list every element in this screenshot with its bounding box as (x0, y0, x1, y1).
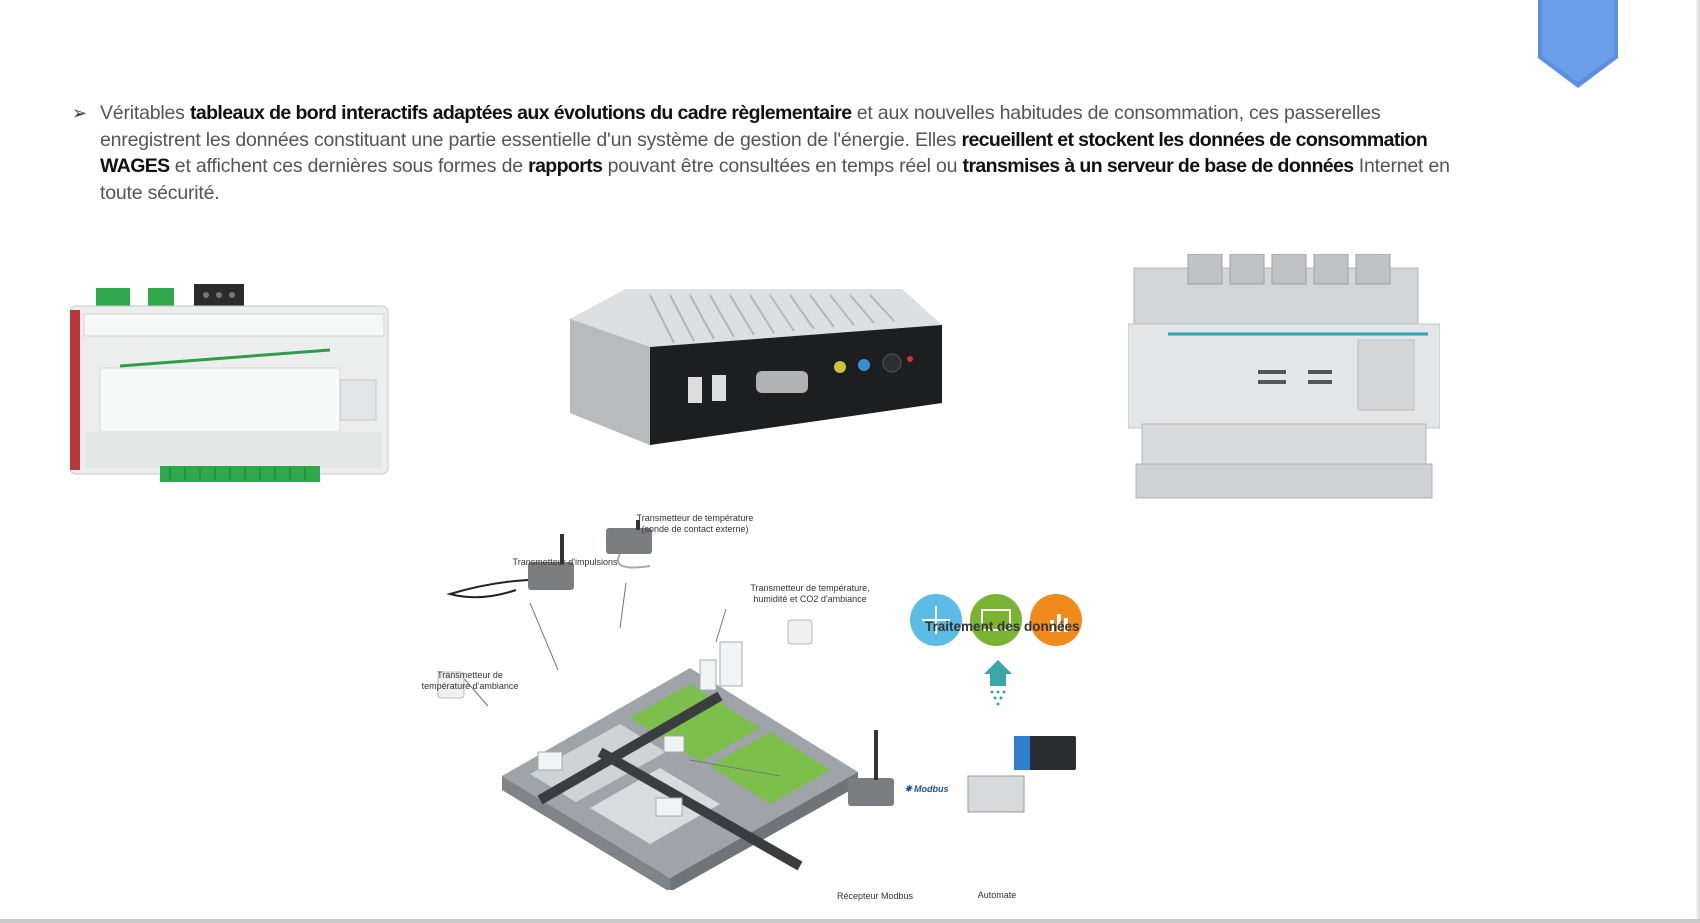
caption-line: Transmetteur de (437, 670, 503, 680)
report-icon (1030, 594, 1082, 646)
diagram-title: Traitement des données (925, 619, 1080, 634)
bold-run: tableaux de bord interactifs adaptées au… (189, 102, 852, 124)
network-diagram: ✷ Modbus (437, 520, 1082, 890)
caption-temp-ambiance: Transmetteur de température d'ambiance (410, 670, 530, 692)
bullet-arrow-icon: ➢ (72, 103, 88, 123)
caption-temp-humid-co2: Transmetteur de température, humidité et… (740, 583, 880, 605)
text-run: et aux nouvelles habitudes de consommati… (100, 102, 1381, 151)
paragraph-text: Véritables tableaux de bord interactifs … (100, 100, 1472, 206)
slide-edge-shadow (1695, 0, 1700, 923)
caption-line: Récepteur Modbus (836, 891, 914, 901)
upload-arrow-icon (984, 660, 1012, 686)
modbus-logo: Modbus (914, 784, 949, 794)
caption-line: (sonde de contact externe) (641, 524, 749, 534)
caption-line: température d'ambiance (421, 681, 519, 691)
screen-icon (970, 594, 1022, 646)
bold-run: recueillent et stockent les données de c… (100, 128, 1428, 178)
caption-line: Transmetteur de température (636, 513, 754, 523)
caption-line: Transmetteur de température, (750, 583, 870, 593)
modular-controller-image (1128, 254, 1440, 499)
text-run: et affichent ces dernières sous formes d… (169, 155, 529, 177)
caption-line: Automate (977, 890, 1017, 900)
text-run: pouvant être consultées en temps réel ou (602, 155, 963, 177)
slide-bottom-border (0, 919, 1700, 923)
caption-automate: Automate (957, 890, 1037, 901)
svg-text:✷: ✷ (904, 784, 913, 795)
mini-pc-image (570, 289, 942, 445)
caption-line: Transmetteur d'impulsions (512, 557, 618, 567)
caption-recepteur: Récepteur Modbus (820, 891, 930, 902)
din-gateway-image (70, 284, 389, 482)
bold-run: rapports (528, 155, 603, 177)
caption-impulsions: Transmetteur d'impulsions (500, 557, 630, 568)
caption-line: humidité et CO2 d'ambiance (753, 594, 867, 604)
bookmark-ribbon-icon (1538, 0, 1618, 88)
caption-temp-contact: Transmetteur de température (sonde de co… (620, 513, 770, 535)
text-run: Internet en toute sécurité. (100, 155, 1450, 204)
text-run: Véritables (100, 102, 190, 124)
bold-run: transmises à un serveur de base de donné… (962, 155, 1355, 177)
